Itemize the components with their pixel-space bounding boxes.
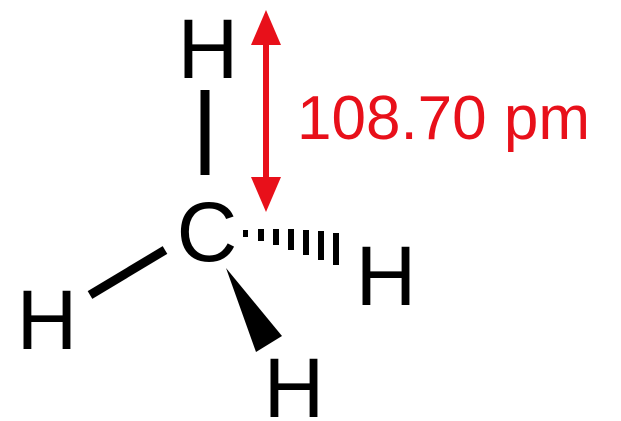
hash-segment: [303, 230, 309, 255]
bond-left: [87, 246, 168, 299]
hash-segment: [333, 233, 339, 265]
bond-length-label: 108.70 pm: [297, 84, 590, 153]
atom-hydrogen-top: H: [178, 2, 239, 96]
atom-central-carbon: C: [177, 185, 238, 279]
atom-hydrogen-right: H: [356, 229, 417, 323]
atom-hydrogen-bottom: H: [264, 341, 325, 421]
hash-segment: [273, 229, 279, 245]
bond-bottom-solid-wedge: [226, 268, 282, 352]
hash-segment: [318, 231, 324, 260]
hash-segment: [243, 230, 248, 237]
bond-right-hashed-wedge: [243, 229, 339, 265]
hash-segment: [258, 229, 264, 241]
arrow-head-down: [251, 177, 281, 212]
bond-length-arrow: [251, 10, 281, 212]
hash-segment: [288, 229, 294, 250]
arrow-head-up: [251, 10, 281, 45]
atom-hydrogen-left: H: [17, 273, 78, 367]
